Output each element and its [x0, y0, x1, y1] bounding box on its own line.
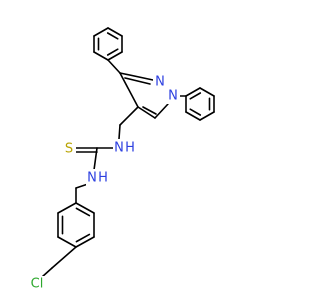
- atom-symbol: N: [87, 171, 97, 186]
- bond: [107, 59, 121, 74]
- pyrazole-bond: [137, 106, 156, 119]
- phenyl-bottom-bond: [75, 236, 95, 248]
- atom-n-pyrazole-2: N: [153, 74, 167, 90]
- phenyl-bottom-double-bond: [75, 207, 91, 217]
- phenyl-right-bond: [199, 87, 215, 97]
- phenyl-right-bond: [185, 87, 201, 97]
- atom-symbol: N: [114, 141, 124, 156]
- pyrazole-bond: [119, 72, 139, 108]
- phenyl-top-bond: [93, 51, 109, 61]
- phenyl-right-double-bond: [189, 92, 202, 100]
- bond: [118, 124, 121, 140]
- hydrogen-label: H: [98, 171, 108, 186]
- atom-n-pyrazole-1: N: [166, 88, 180, 104]
- phenyl-top-bond: [107, 51, 123, 61]
- atom-label-layer: N N S N H N H Cl: [26, 74, 180, 293]
- phenyl-bottom-bond: [57, 202, 77, 214]
- phenyl-right-bond: [199, 111, 215, 121]
- phenyl-top-bond: [93, 27, 109, 37]
- phenyl-top-bond: [107, 27, 123, 37]
- atom-symbol: S: [65, 142, 73, 157]
- phenyl-bottom-double-bond: [75, 233, 91, 243]
- phenyl-bottom-bond: [57, 236, 77, 248]
- atom-nh-upper: N H: [113, 139, 137, 156]
- bond: [41, 267, 53, 278]
- bond: [51, 246, 77, 269]
- atom-symbol: N: [168, 89, 178, 104]
- molecule-structure: N N S N H N H Cl: [26, 27, 215, 293]
- pyrazole-double-bond: [124, 77, 151, 85]
- phenyl-right-double-bond: [189, 108, 202, 116]
- structure-canvas: N N S N H N H Cl: [26, 27, 215, 293]
- bond: [93, 147, 98, 171]
- atom-s-thiocarbonyl: S: [62, 141, 76, 157]
- bond-layer: [41, 27, 215, 278]
- phenyl-right-bond: [185, 111, 201, 121]
- atom-symbol: N: [155, 75, 165, 90]
- hydrogen-label: H: [125, 141, 135, 156]
- atom-symbol: Cl: [31, 277, 44, 292]
- atom-nh-lower: N H: [86, 169, 110, 186]
- atom-chlorine: Cl: [26, 276, 48, 293]
- pyrazole-bond: [154, 103, 169, 119]
- bond: [119, 106, 139, 126]
- pyrazole-bond: [119, 72, 154, 81]
- phenyl-top-double-bond: [106, 48, 119, 56]
- pyrazole-double-bond: [142, 106, 157, 115]
- phenyl-top-double-bond: [106, 32, 119, 40]
- phenyl-bottom-bond: [75, 202, 95, 214]
